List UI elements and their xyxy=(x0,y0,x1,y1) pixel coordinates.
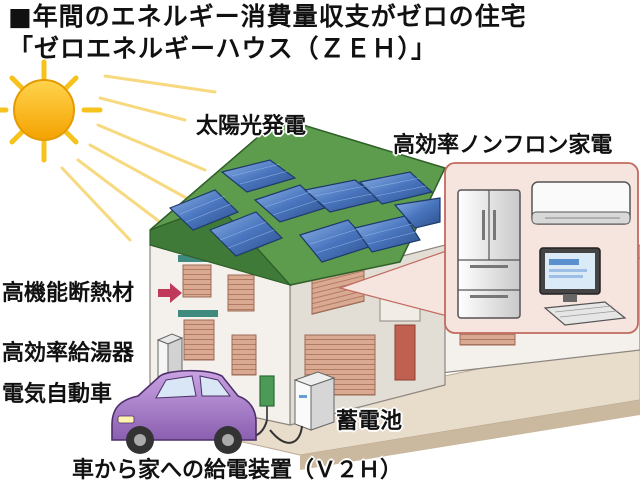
label-water-heater: 高効率給湯器 xyxy=(2,341,135,366)
v2h-charger xyxy=(259,375,275,420)
battery-icon xyxy=(293,371,336,431)
solar-panel xyxy=(358,171,434,205)
sun-beams xyxy=(60,74,217,242)
arrow-right-icon xyxy=(158,283,182,303)
label-v2h: 車から家への給電装置（Ｖ２Ｈ） xyxy=(72,458,403,483)
label-appliances: 高効率ノンフロン家電 xyxy=(393,133,613,158)
label-solar: 太陽光発電 xyxy=(196,114,307,139)
title-line-2: 「ゼロエネルギーハウス（ＺＥＨ）」 xyxy=(8,34,438,63)
label-battery: 蓄電池 xyxy=(336,409,403,434)
solar-panel xyxy=(168,189,240,231)
panel-grid xyxy=(179,163,427,254)
title-line-1: ■年間のエネルギー消費量収支がゼロの住宅 xyxy=(8,2,527,31)
car-icon xyxy=(111,369,257,454)
label-ev: 電気自動車 xyxy=(2,382,113,407)
computer-icon xyxy=(539,247,627,326)
air-conditioner-icon xyxy=(531,181,631,225)
sun-icon xyxy=(13,79,75,141)
sun-rays xyxy=(0,59,103,163)
solar-panel xyxy=(393,197,441,229)
label-insulation: 高機能断熱材 xyxy=(2,281,135,306)
refrigerator-icon xyxy=(457,189,521,319)
